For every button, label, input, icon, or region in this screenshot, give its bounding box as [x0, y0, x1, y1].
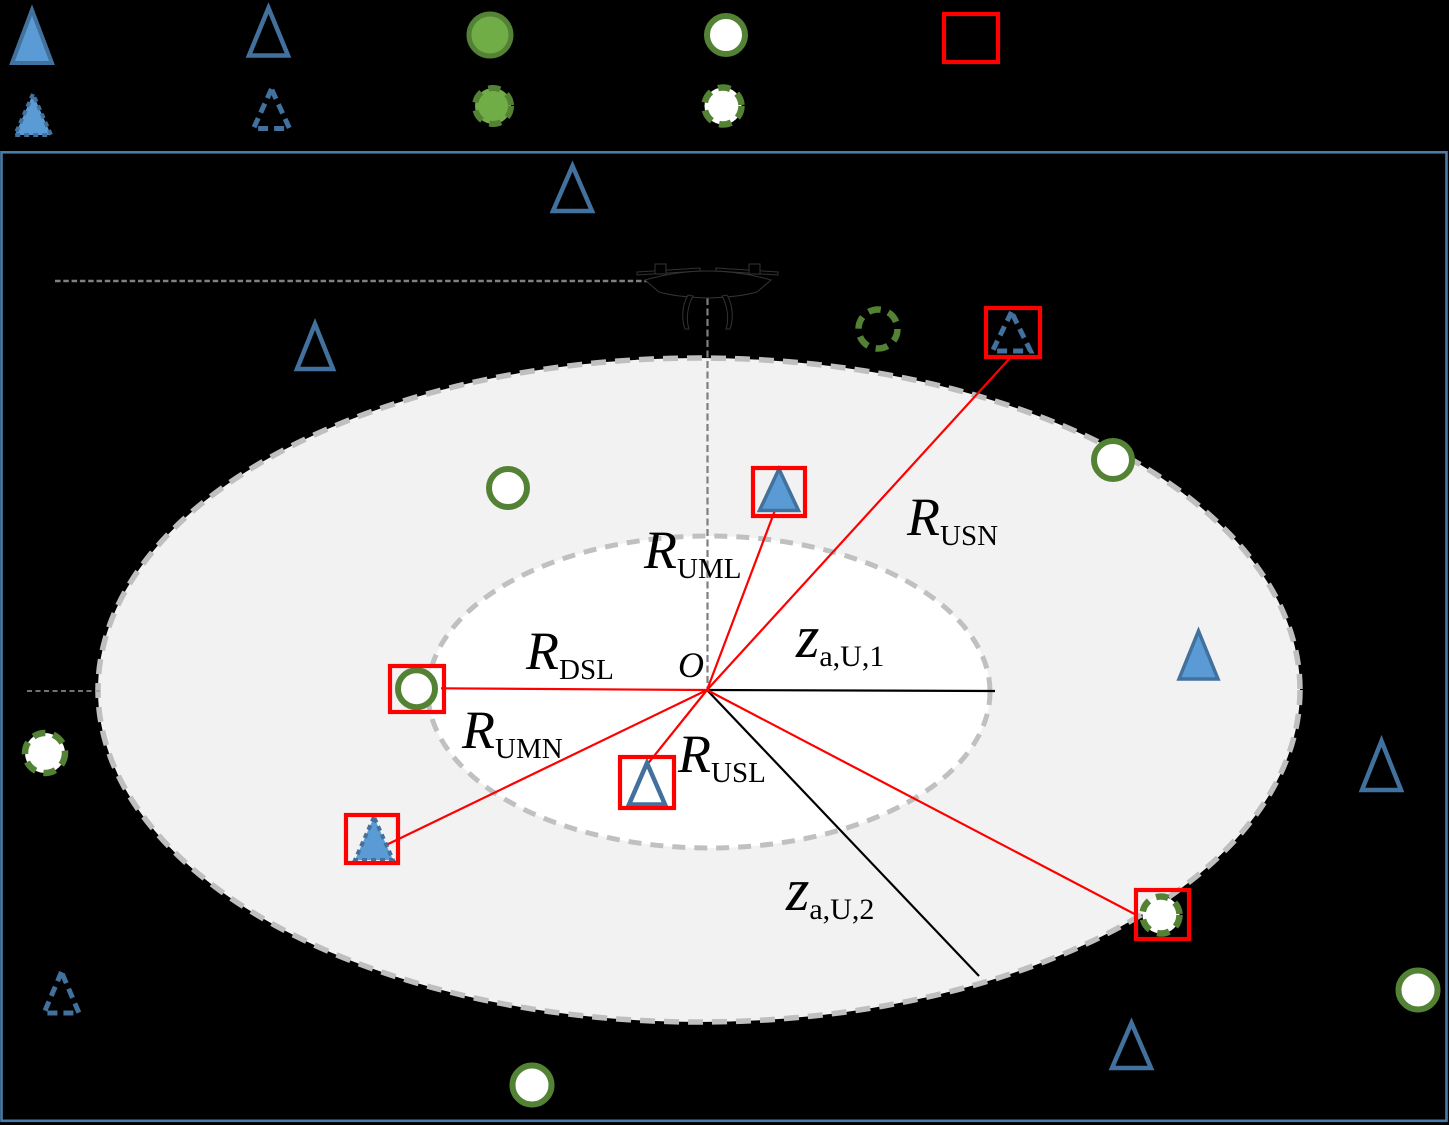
svg-text:O: O — [678, 645, 704, 685]
svg-text:RUML: RUML — [643, 520, 741, 585]
